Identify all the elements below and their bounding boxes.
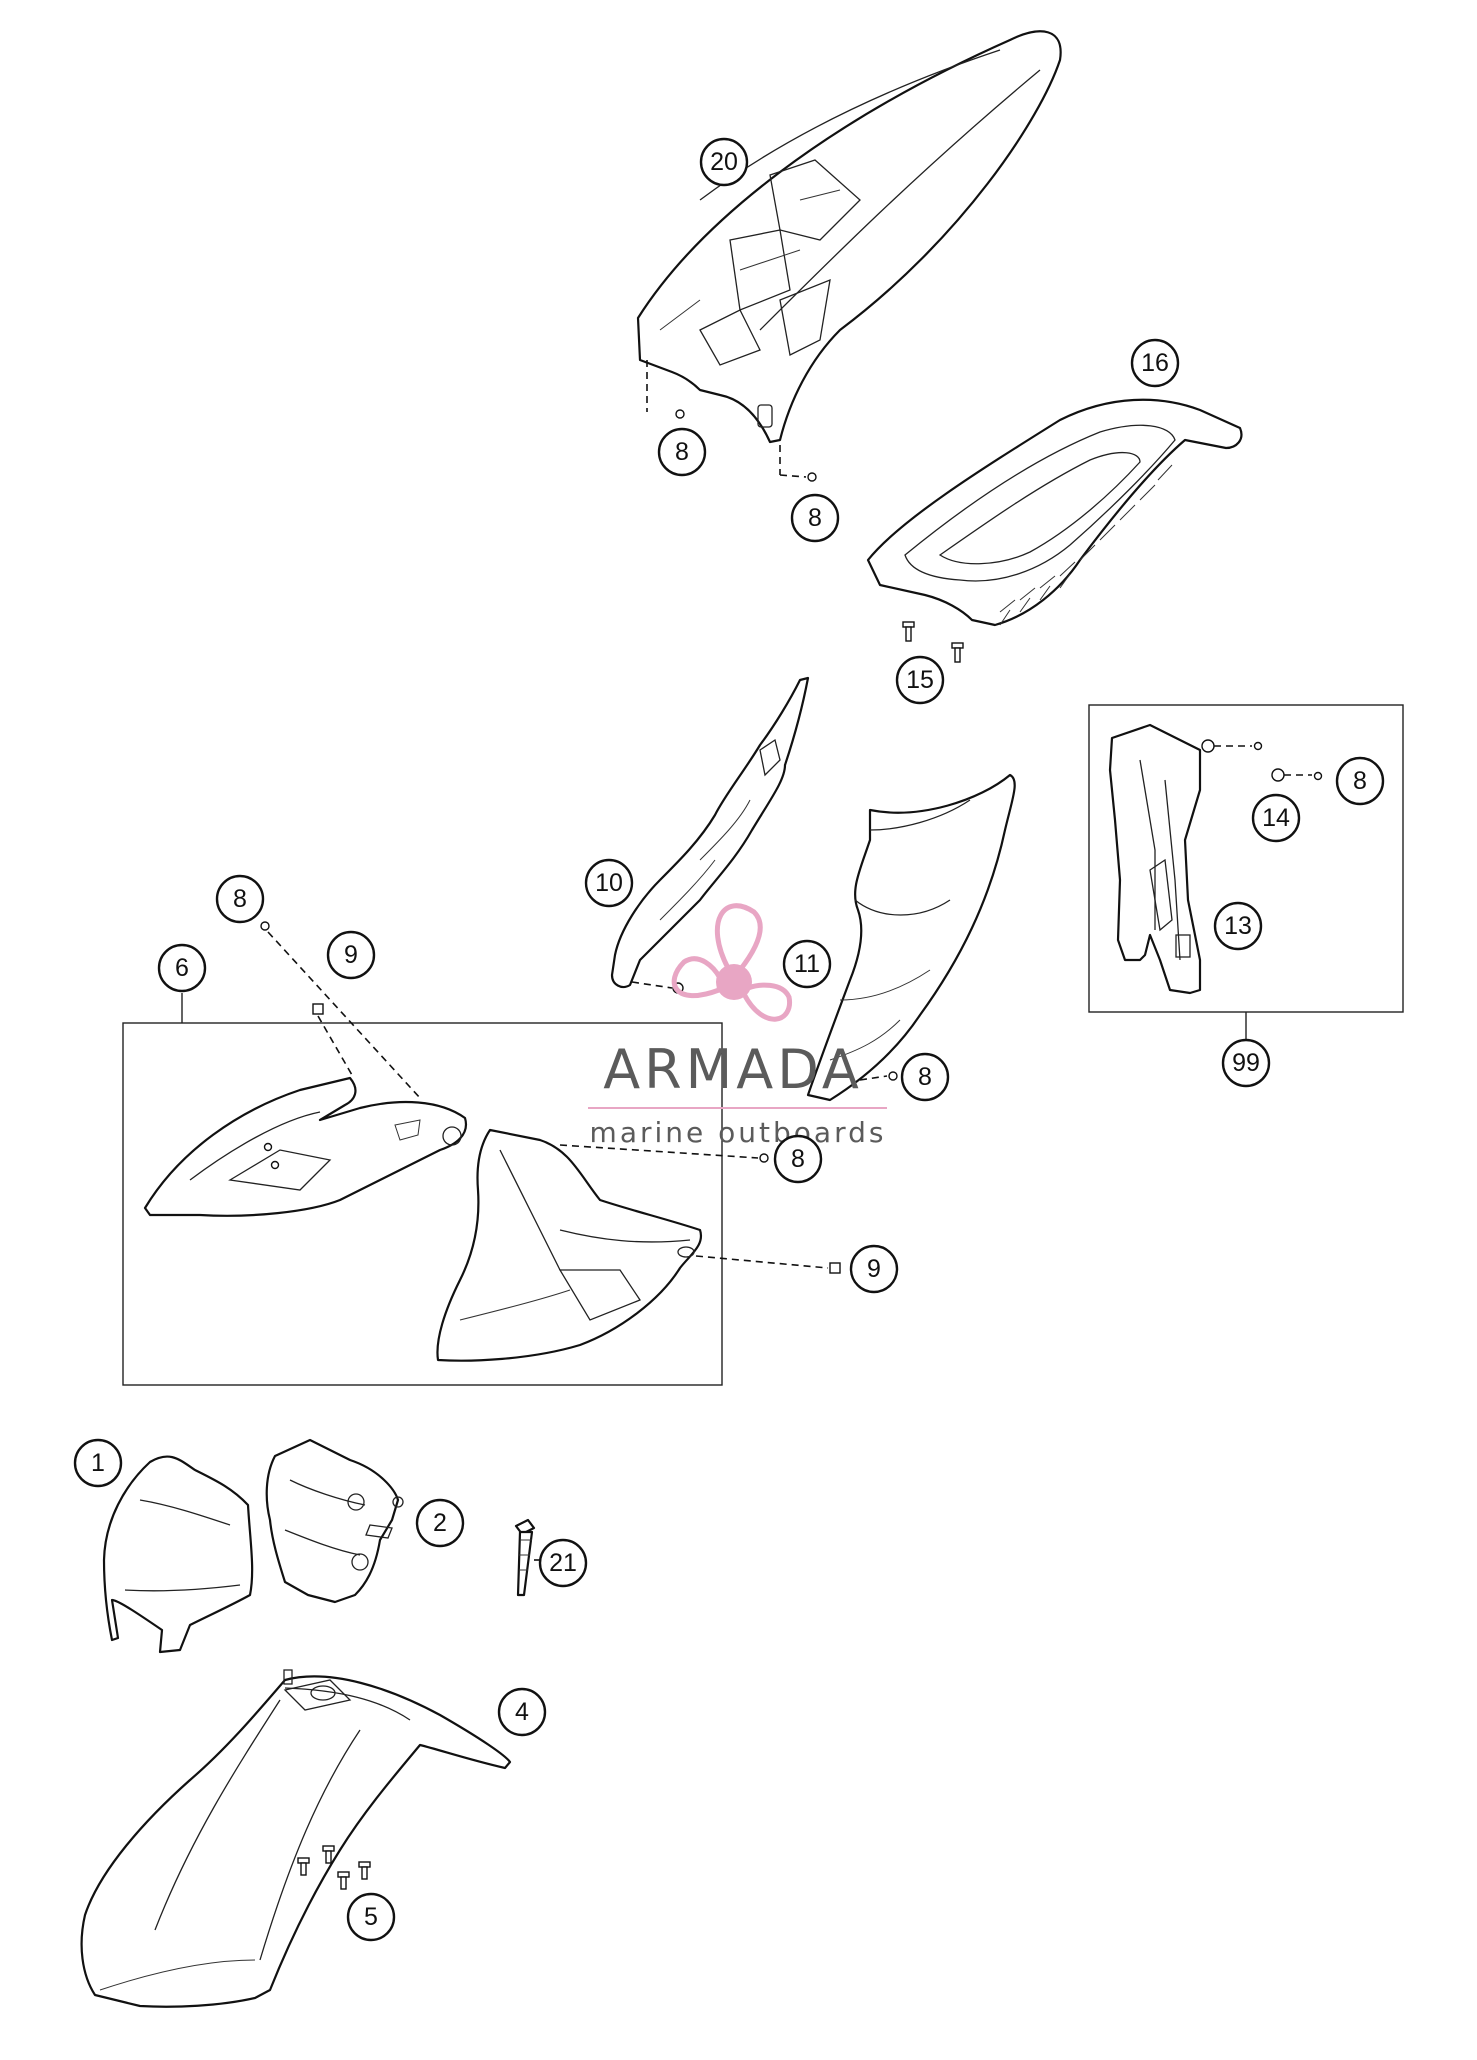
bolt-8-rear-right bbox=[779, 445, 817, 482]
callout-1: 1 bbox=[73, 1438, 123, 1488]
part-16-seat bbox=[866, 398, 1243, 627]
svg-text:1: 1 bbox=[91, 1449, 105, 1477]
svg-text:11: 11 bbox=[794, 950, 820, 978]
bolt-8-shroud-right bbox=[559, 1144, 769, 1163]
part-1-number-plate bbox=[102, 1455, 254, 1654]
callout-2: 2 bbox=[415, 1498, 465, 1548]
callout-21: 21 bbox=[538, 1538, 588, 1588]
part-6-left-shroud bbox=[143, 1076, 468, 1217]
callout-20: 20 bbox=[699, 137, 749, 187]
svg-text:6: 6 bbox=[175, 954, 189, 982]
svg-text:8: 8 bbox=[233, 885, 247, 913]
callout-8: 8 bbox=[1335, 756, 1385, 806]
svg-text:99: 99 bbox=[1232, 1049, 1260, 1077]
part-14-washers bbox=[1201, 739, 1323, 782]
bolt-9-shroud-right bbox=[695, 1255, 841, 1274]
svg-text:8: 8 bbox=[808, 504, 822, 532]
svg-text:9: 9 bbox=[344, 941, 358, 969]
group-6-frame bbox=[122, 1022, 723, 1386]
watermark: ARMADA marine outboards bbox=[588, 903, 887, 1149]
callout-8: 8 bbox=[215, 874, 265, 924]
bolt-8-side-cover-right bbox=[859, 1071, 898, 1081]
svg-text:5: 5 bbox=[364, 1903, 378, 1931]
callout-9: 9 bbox=[849, 1244, 899, 1294]
propeller-logo bbox=[671, 903, 793, 1022]
bolt-8-rear-left bbox=[646, 360, 685, 419]
part-20-rear-fender bbox=[636, 30, 1062, 444]
svg-text:4: 4 bbox=[515, 1698, 529, 1726]
callout-16: 16 bbox=[1130, 338, 1180, 388]
part-13-fork-guard bbox=[1108, 723, 1202, 995]
svg-text:15: 15 bbox=[906, 666, 934, 694]
svg-text:21: 21 bbox=[549, 1549, 577, 1577]
svg-text:14: 14 bbox=[1262, 804, 1290, 832]
svg-text:10: 10 bbox=[595, 869, 623, 897]
part-10-side-cover bbox=[610, 676, 810, 989]
part-15-screws bbox=[902, 621, 964, 663]
part-2-headlight-bracket bbox=[265, 1438, 404, 1604]
bolt-9-shroud-top bbox=[312, 1003, 353, 1076]
callout-13: 13 bbox=[1213, 901, 1263, 951]
callout-8: 8 bbox=[790, 493, 840, 543]
svg-text:8: 8 bbox=[675, 438, 689, 466]
callout-9: 9 bbox=[326, 930, 376, 980]
svg-text:9: 9 bbox=[867, 1255, 881, 1283]
watermark-tagline: marine outboards bbox=[590, 1116, 887, 1149]
svg-text:16: 16 bbox=[1141, 349, 1169, 377]
svg-text:8: 8 bbox=[791, 1145, 805, 1173]
callout-99: 99 bbox=[1221, 1038, 1271, 1088]
bolt-8-shroud-top bbox=[260, 921, 421, 1099]
callout-8: 8 bbox=[773, 1134, 823, 1184]
part-4-front-fender bbox=[80, 1669, 512, 2008]
part-6-right-shroud bbox=[436, 1128, 703, 1362]
svg-text:2: 2 bbox=[433, 1509, 447, 1537]
part-5-screws bbox=[297, 1845, 371, 1890]
svg-text:8: 8 bbox=[918, 1063, 932, 1091]
callout-6: 6 bbox=[157, 943, 207, 993]
callout-15: 15 bbox=[895, 655, 945, 705]
callout-11: 11 bbox=[782, 939, 832, 989]
callout-8: 8 bbox=[900, 1052, 950, 1102]
callout-8: 8 bbox=[657, 427, 707, 477]
svg-text:20: 20 bbox=[710, 148, 738, 176]
part-21-fastener bbox=[514, 1518, 536, 1597]
callout-4: 4 bbox=[497, 1687, 547, 1737]
callout-10: 10 bbox=[584, 858, 634, 908]
callouts: 20 8 8 16 15 8 14 13 99 10 11 8 8 9 6 8 … bbox=[73, 137, 1385, 1942]
callout-14: 14 bbox=[1251, 793, 1301, 843]
svg-text:8: 8 bbox=[1353, 767, 1367, 795]
part-11-side-cover bbox=[806, 773, 1016, 1102]
svg-text:13: 13 bbox=[1224, 912, 1252, 940]
callout-5: 5 bbox=[346, 1892, 396, 1942]
watermark-brand: ARMADA bbox=[603, 1038, 863, 1101]
